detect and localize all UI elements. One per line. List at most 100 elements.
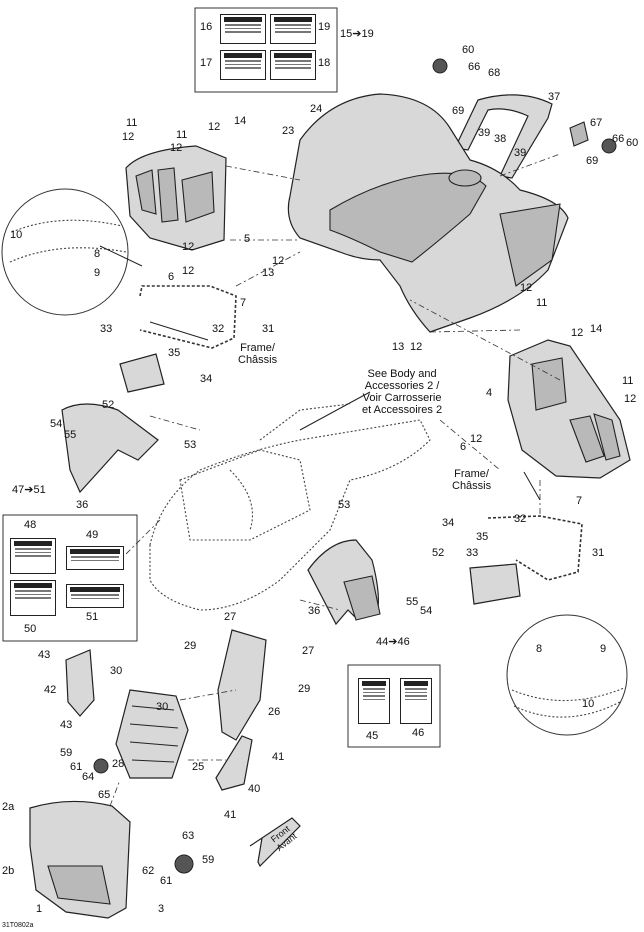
- callout-29: 29: [298, 683, 311, 695]
- note-line: Châssis: [452, 480, 492, 492]
- decal-17: [220, 50, 266, 80]
- footrest-left: [119, 353, 165, 393]
- callout-65: 65: [98, 789, 111, 801]
- leader-lines: [99, 245, 541, 501]
- callout-66: 66: [468, 61, 481, 73]
- group-label-44-46: 44➔46: [376, 636, 410, 648]
- callout-41: 41: [272, 751, 285, 763]
- callout-4: 4: [486, 387, 493, 399]
- side-panel-left-vents: [135, 167, 179, 223]
- callout-42: 42: [44, 684, 57, 696]
- side-panel-right-window: [531, 357, 567, 411]
- callout-11: 11: [536, 297, 548, 309]
- callout-7: 7: [576, 495, 583, 507]
- callout-38: 38: [494, 133, 507, 145]
- callout-11: 11: [126, 117, 138, 129]
- front-fender-right-liner: [343, 575, 381, 621]
- callout-39: 39: [514, 147, 527, 159]
- callout-10: 10: [10, 229, 23, 241]
- decal-19: [270, 14, 316, 44]
- callout-36: 36: [308, 605, 321, 617]
- front-grille: [115, 689, 189, 779]
- callout-9: 9: [94, 267, 101, 279]
- reflector-left: [93, 758, 109, 774]
- callout-25: 25: [192, 761, 205, 773]
- callout-12: 12: [208, 121, 221, 133]
- callout-69: 69: [586, 155, 599, 167]
- callout-51: 51: [86, 611, 99, 623]
- note-see-body: See Body and Accessories 2 / Voir Carros…: [362, 368, 442, 416]
- callout-33: 33: [100, 323, 113, 335]
- callout-53: 53: [184, 439, 197, 451]
- front-arrow: [249, 817, 301, 868]
- callout-32: 32: [212, 323, 225, 335]
- callout-30: 30: [110, 665, 123, 677]
- front-fender-left: [61, 403, 159, 494]
- callout-39: 39: [478, 127, 491, 139]
- callout-29: 29: [184, 640, 197, 652]
- callout-16: 16: [200, 21, 213, 33]
- callout-50: 50: [24, 623, 37, 635]
- callout-17: 17: [200, 57, 213, 69]
- callout-52: 52: [102, 399, 115, 411]
- decal-18: [270, 50, 316, 80]
- callout-60: 60: [462, 44, 475, 56]
- callout-10: 10: [582, 698, 595, 710]
- callout-12: 12: [520, 282, 533, 294]
- callout-60: 60: [626, 137, 639, 149]
- callout-12: 12: [170, 142, 183, 154]
- footrest-frame-right: [487, 515, 583, 581]
- lower-deflector: [215, 735, 253, 791]
- callout-61: 61: [160, 875, 173, 887]
- callout-2a: 2a: [2, 801, 15, 813]
- callout-54: 54: [50, 418, 63, 430]
- callout-23: 23: [282, 125, 295, 137]
- side-bracket-42: [65, 649, 95, 717]
- callout-3: 3: [158, 903, 165, 915]
- rear-fender-side: [499, 203, 561, 287]
- callout-32: 32: [514, 513, 527, 525]
- callout-14: 14: [590, 323, 603, 335]
- callout-43: 43: [60, 719, 73, 731]
- callout-12: 12: [182, 265, 195, 277]
- callout-13: 13: [392, 341, 405, 353]
- note-line: Voir Carrosserie: [362, 392, 442, 404]
- callout-19: 19: [318, 21, 331, 33]
- callout-12: 12: [470, 433, 483, 445]
- decal-50: [10, 580, 56, 616]
- callout-46: 46: [412, 727, 425, 739]
- callout-26: 26: [268, 706, 281, 718]
- chassis-frame: [149, 419, 431, 611]
- callout-12: 12: [410, 341, 423, 353]
- callout-6: 6: [460, 441, 467, 453]
- detail-circle-left-texture: [9, 219, 127, 263]
- callout-12: 12: [182, 241, 195, 253]
- decal-16: [220, 14, 266, 44]
- callout-55: 55: [406, 596, 419, 608]
- note-line: Châssis: [238, 354, 278, 366]
- callout-36: 36: [76, 499, 89, 511]
- group-label-47-51: 47➔51: [12, 484, 46, 496]
- callout-67: 67: [590, 117, 603, 129]
- callout-1: 1: [36, 903, 43, 915]
- fuel-cap-area: [448, 169, 482, 187]
- callout-12: 12: [624, 393, 637, 405]
- reflector-bottom: [174, 854, 194, 874]
- callout-35: 35: [476, 531, 489, 543]
- callout-14: 14: [234, 115, 247, 127]
- note-line: Frame/: [240, 342, 275, 354]
- callout-9: 9: [600, 643, 607, 655]
- callout-11: 11: [622, 375, 634, 387]
- callout-40: 40: [248, 783, 261, 795]
- callout-61: 61: [70, 761, 83, 773]
- detail-circle-left: [1, 188, 129, 316]
- callout-54: 54: [420, 605, 433, 617]
- callout-43: 43: [38, 649, 51, 661]
- chassis-frame-rail: [259, 403, 351, 441]
- callout-48: 48: [24, 519, 37, 531]
- callout-66: 66: [612, 133, 625, 145]
- callout-62: 62: [142, 865, 155, 877]
- side-panel-left-window: [181, 171, 215, 223]
- callout-30: 30: [156, 701, 169, 713]
- footrest-frame-left: [139, 285, 237, 349]
